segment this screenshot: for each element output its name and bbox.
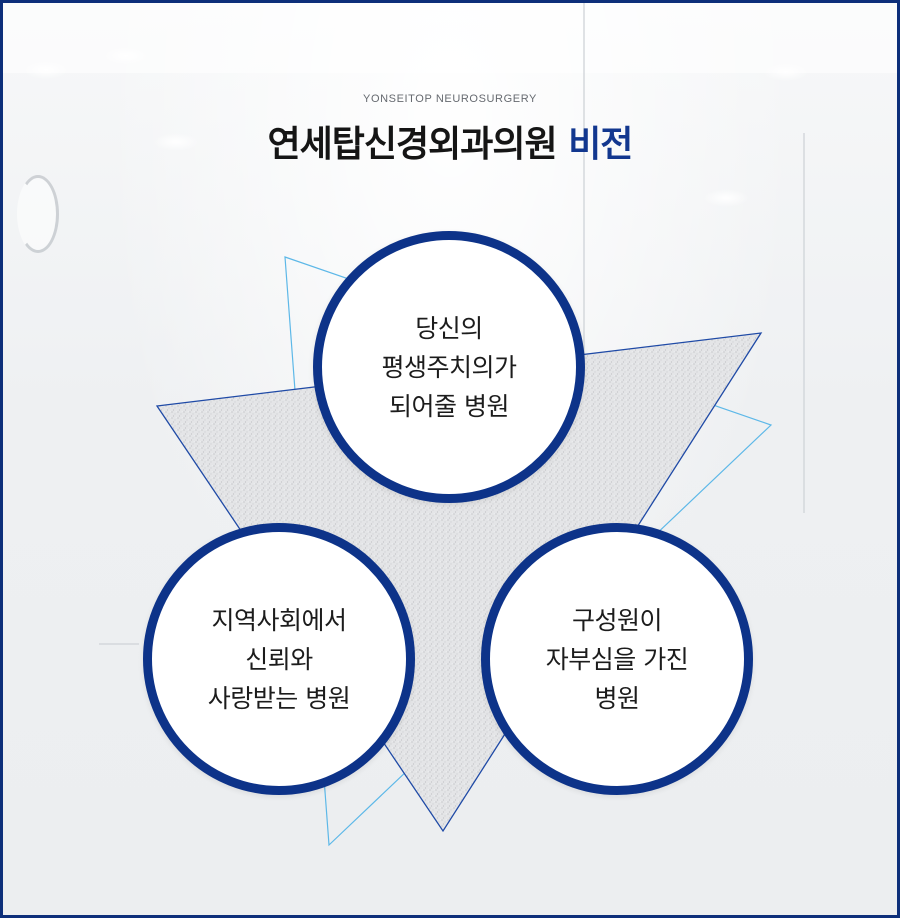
- vision-text: 구성원이 자부심을 가진 병원: [545, 601, 689, 718]
- vision-circle-family-doctor: 당신의 평생주치의가 되어줄 병원: [313, 231, 585, 503]
- title-main: 연세탑신경외과의원: [267, 124, 558, 165]
- background-pillar: [583, 3, 585, 363]
- vision-circle-member-pride: 구성원이 자부심을 가진 병원: [481, 523, 753, 795]
- vision-line: 신뢰와: [245, 644, 313, 674]
- ceiling-light: [153, 133, 199, 151]
- ceiling-light: [103, 47, 149, 65]
- vision-line: 구성원이: [571, 605, 663, 635]
- wall-clock-shape: [17, 175, 59, 253]
- vision-line: 사랑받는 병원: [207, 683, 351, 713]
- ceiling-light: [703, 189, 749, 207]
- vision-circle-community-trust: 지역사회에서 신뢰와 사랑받는 병원: [143, 523, 415, 795]
- ceiling-light: [763, 63, 809, 81]
- eyebrow-text: YONSEITOP NEUROSURGERY: [363, 93, 537, 105]
- vision-line: 병원: [594, 683, 640, 713]
- page-title: 연세탑신경외과의원 비전: [3, 115, 897, 167]
- vision-line: 자부심을 가진: [545, 644, 689, 674]
- vision-text: 지역사회에서 신뢰와 사랑받는 병원: [207, 601, 351, 718]
- title-accent: 비전: [568, 124, 633, 165]
- vision-line: 당신의: [415, 313, 483, 343]
- vision-text: 당신의 평생주치의가 되어줄 병원: [381, 309, 517, 426]
- vision-line: 되어줄 병원: [389, 391, 509, 421]
- background-counter: [99, 643, 139, 645]
- vision-line: 지역사회에서: [211, 605, 347, 635]
- background-pillar: [803, 133, 805, 513]
- vision-line: 평생주치의가: [381, 352, 517, 382]
- ceiling-light: [23, 61, 69, 79]
- background-ceiling: [3, 3, 897, 73]
